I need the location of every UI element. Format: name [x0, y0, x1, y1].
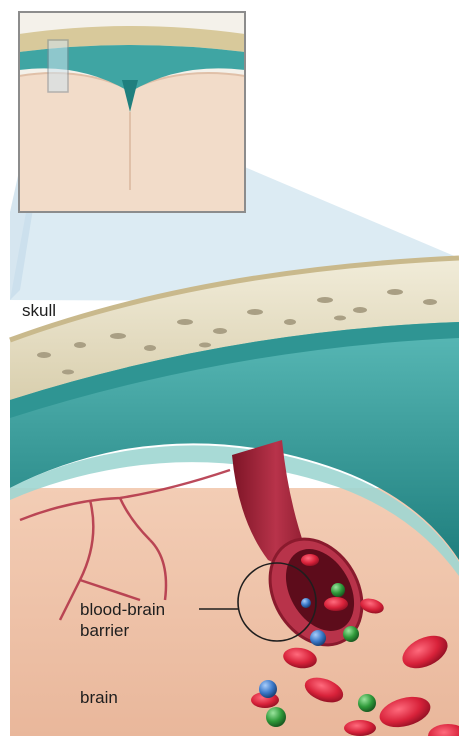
label-blood-brain-barrier: blood-brain barrier [80, 599, 165, 642]
brain-tissue [10, 488, 459, 736]
label-brain: brain [80, 687, 118, 708]
label-skull: skull [22, 300, 56, 321]
inset-overview [19, 12, 245, 212]
